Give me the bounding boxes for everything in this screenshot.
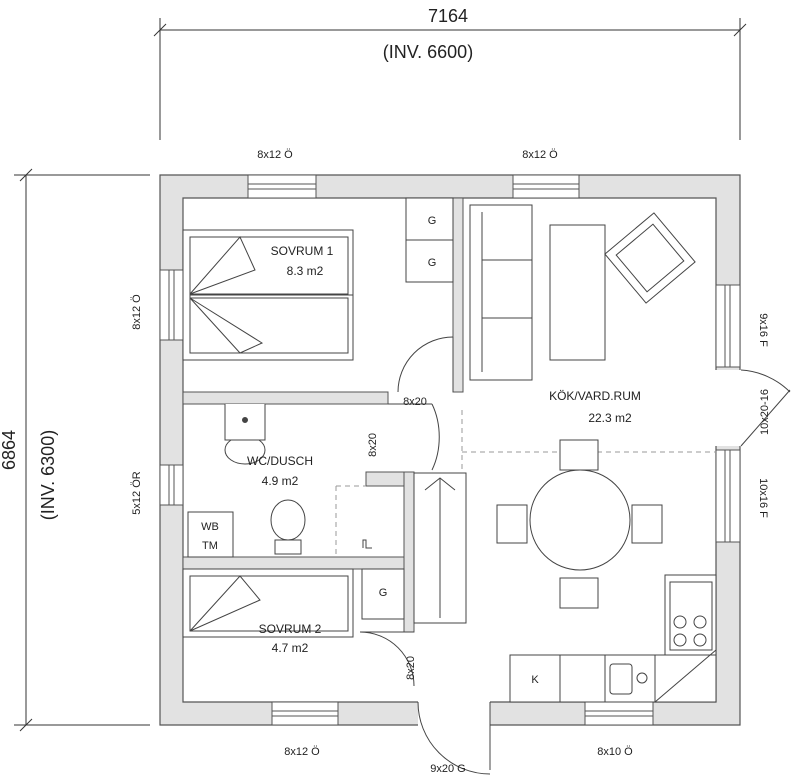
room-name-sovrum-1: SOVRUM 1 bbox=[271, 244, 334, 258]
dining-set bbox=[496, 439, 663, 609]
door-label-sov2: 8x20 bbox=[405, 656, 417, 680]
window-top-right bbox=[512, 174, 580, 199]
window-right-upper bbox=[715, 284, 741, 368]
bed-sovrum-2 bbox=[182, 568, 354, 638]
fridge bbox=[509, 654, 561, 703]
room-name-kok: KÖK/VARD.RUM bbox=[549, 389, 641, 403]
window-label-left-lower: 5x12 ÖR bbox=[131, 471, 143, 514]
dining-table bbox=[529, 469, 631, 571]
coffee-table bbox=[549, 224, 606, 361]
outer-door-openings bbox=[418, 370, 741, 726]
width-inv-dimension: (INV. 6600) bbox=[383, 42, 473, 62]
wardrobe-label-3: G bbox=[379, 587, 388, 599]
fridge-label: K bbox=[531, 674, 539, 686]
window-right-lower bbox=[715, 449, 741, 543]
width-dimension: 7164 bbox=[428, 6, 468, 26]
door-label-entrance: 9x20 G bbox=[430, 763, 465, 775]
window-label-right-lower: 10x16 F bbox=[757, 478, 769, 518]
armchair bbox=[604, 212, 696, 304]
interior-walls bbox=[182, 197, 464, 633]
wardrobe-label-1: G bbox=[428, 215, 437, 227]
height-inv-dimension: (INV. 6300) bbox=[38, 430, 58, 520]
room-area-wc: 4.9 m2 bbox=[262, 474, 299, 488]
window-label-bottom-left: 8x12 Ö bbox=[284, 746, 320, 758]
door-label-sov1: 8x20 bbox=[403, 396, 427, 408]
room-area-kok: 22.3 m2 bbox=[588, 411, 632, 425]
beds-sovrum-1 bbox=[182, 229, 354, 361]
room-name-sovrum-2: SOVRUM 2 bbox=[259, 622, 322, 636]
window-left-upper bbox=[159, 269, 184, 341]
windows bbox=[159, 174, 741, 726]
wb-label: WB bbox=[201, 521, 219, 533]
window-label-top-left: 8x12 Ö bbox=[257, 149, 293, 161]
kitchen bbox=[509, 574, 717, 703]
window-label-left-upper: 8x12 Ö bbox=[131, 294, 143, 330]
tm-label: TM bbox=[202, 540, 218, 552]
door-label-wc: 8x20 bbox=[367, 433, 379, 457]
room-name-wc: WC/DUSCH bbox=[247, 454, 313, 468]
window-left-lower bbox=[159, 464, 184, 506]
room-area-sovrum-1: 8.3 m2 bbox=[287, 264, 324, 278]
height-dimension: 6864 bbox=[0, 430, 19, 470]
window-bottom-left bbox=[271, 701, 339, 726]
window-bottom-right bbox=[584, 701, 654, 726]
doors bbox=[359, 336, 791, 775]
wardrobes bbox=[361, 197, 454, 620]
window-label-top-right: 8x12 Ö bbox=[522, 149, 558, 161]
wardrobe-label-2: G bbox=[428, 257, 437, 269]
window-top-left bbox=[247, 174, 317, 199]
wc-fixtures bbox=[187, 404, 372, 558]
dimension-lines bbox=[14, 18, 747, 732]
room-area-sovrum-2: 4.7 m2 bbox=[272, 641, 309, 655]
door-label-side: 10x20-16 bbox=[759, 389, 771, 435]
window-label-bottom-right: 8x10 Ö bbox=[597, 746, 633, 758]
living-furniture bbox=[413, 204, 696, 624]
window-label-right-upper: 9x16 F bbox=[757, 313, 769, 347]
sofa bbox=[469, 204, 533, 381]
